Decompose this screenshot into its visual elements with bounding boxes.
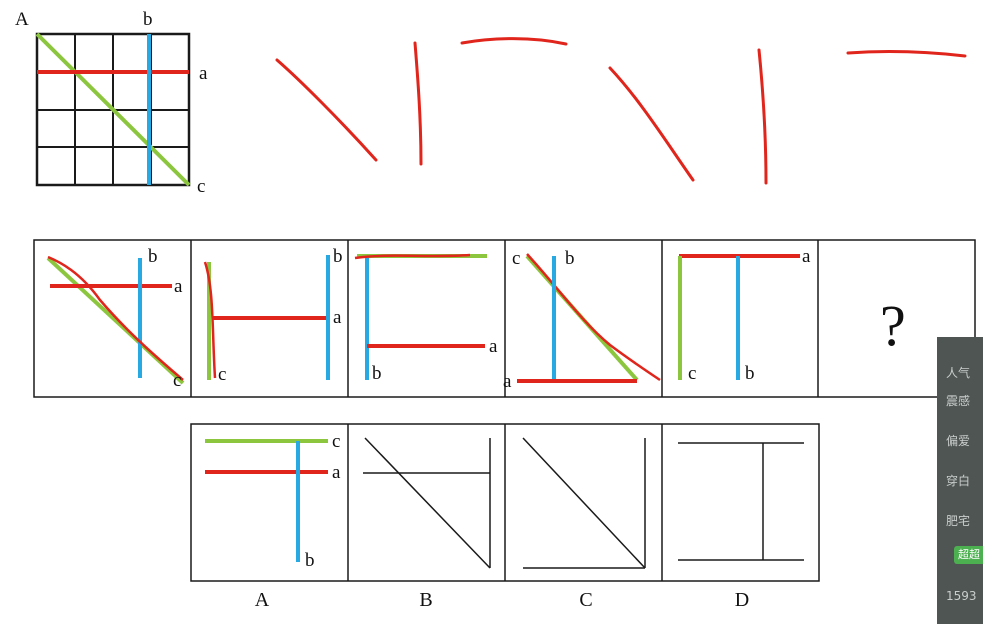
option-a-letter: A (255, 589, 270, 611)
panel-5-label: b (745, 363, 755, 384)
option-c-letter: C (579, 589, 592, 611)
option-b-letter: B (419, 589, 432, 611)
annotation-stroke (757, 48, 768, 185)
panel-1-label: a (174, 276, 183, 297)
annotation-stroke (413, 41, 423, 166)
option-b[interactable] (349, 425, 504, 580)
reference-label-A: A (15, 9, 29, 30)
annotation-stroke (846, 50, 967, 58)
sequence-panel-4: c b a (503, 248, 661, 392)
panel-4-label: a (503, 371, 512, 392)
annotation-strokes (275, 37, 967, 185)
option-d[interactable] (663, 425, 818, 580)
panel-5-label: c (688, 363, 696, 384)
sequence-panel-1: b a c (46, 246, 185, 391)
option-a-label: a (332, 462, 341, 483)
question-mark: ? (880, 293, 906, 358)
panel-2-label: a (333, 307, 342, 328)
panel-2-label: c (218, 364, 226, 385)
sequence-panel-5: a c b (678, 246, 811, 384)
options-row: c a b A B C D (190, 423, 820, 611)
reference-label-a: a (199, 63, 208, 84)
sequence-row: b a c b a c a b c (33, 239, 976, 398)
sequence-panel-3: a b (354, 253, 498, 384)
reference-label-c: c (197, 176, 205, 197)
side-number: 1593 (946, 589, 977, 603)
side-item[interactable]: 震感 (946, 394, 971, 408)
panel-3-label: b (372, 363, 382, 384)
annotation-stroke (460, 37, 568, 46)
side-item[interactable]: 人气 (946, 366, 971, 380)
panel-4-label: c (512, 248, 520, 269)
annotation-stroke (608, 66, 695, 182)
option-a[interactable]: c a b (192, 425, 347, 580)
side-panel[interactable]: 人气 震感 偏爱 穿白 肥宅 超超 1593 (937, 337, 983, 624)
option-c[interactable] (506, 425, 661, 580)
panel-4-label: b (565, 248, 575, 269)
option-a-label: b (305, 550, 315, 571)
option-d-letter: D (735, 589, 749, 611)
side-badge: 超超 (954, 546, 983, 564)
reference-green-diagonal (35, 32, 191, 187)
option-a-label: c (332, 431, 340, 452)
panel-1-label: c (173, 370, 181, 391)
sequence-panel-2: b a c (203, 246, 343, 385)
reference-grid: A b a c (15, 9, 208, 197)
panel-1-label: b (148, 246, 158, 267)
panel-5-label: a (802, 246, 811, 267)
side-item[interactable]: 肥宅 (946, 514, 971, 528)
annotation-stroke (275, 58, 378, 162)
panel-2-label: b (333, 246, 343, 267)
reference-label-b: b (143, 9, 153, 30)
panel-3-label: a (489, 336, 498, 357)
side-item[interactable]: 穿白 (946, 474, 971, 488)
side-item[interactable]: 偏爱 (946, 434, 971, 448)
